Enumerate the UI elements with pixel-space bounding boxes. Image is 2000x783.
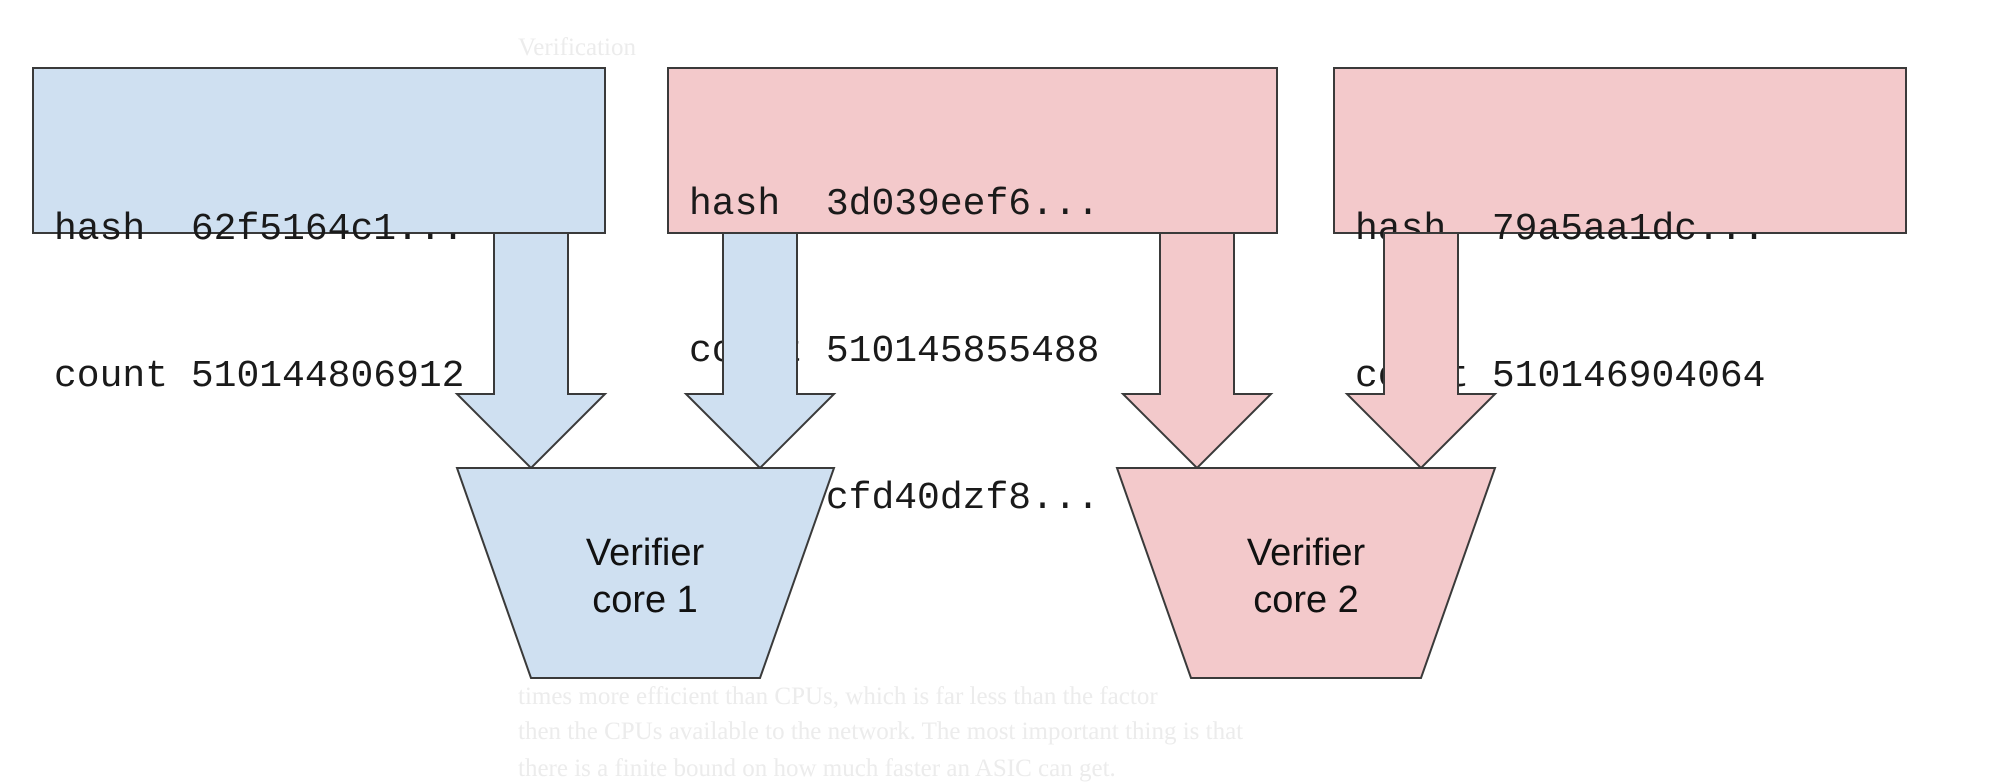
background-line-2: then the CPUs available to the network. …: [518, 718, 1244, 745]
count-value: 510145855488: [825, 330, 1100, 373]
arrow-1: [454, 232, 608, 470]
background-line-1: times more efficient than CPUs, which is…: [518, 683, 1158, 710]
verifier-core-1-label-line1: Verifier: [586, 532, 705, 574]
input-box-2-hash-row: hash 3d039eef6...: [689, 180, 1276, 229]
input-box-3-hash-row: hash 79a5aa1dc...: [1355, 205, 1905, 254]
hash-label: hash: [689, 183, 804, 226]
arrow-4: [1344, 232, 1498, 470]
verifier-core-1-label-line2: core 1: [592, 579, 698, 621]
input-value: cfd40dzf8...: [825, 477, 1100, 520]
verifier-core-2: [1115, 467, 1497, 679]
hash-value: 62f5164c1...: [190, 208, 465, 251]
count-value: 510144806912: [190, 355, 465, 398]
verifier-core-2-label-line2: core 2: [1253, 579, 1359, 621]
count-value: 510146904064: [1491, 355, 1766, 398]
input-box-3: hash 79a5aa1dc... count 510146904064: [1333, 67, 1907, 398]
arrow-3: [1120, 232, 1274, 470]
hash-value: 3d039eef6...: [825, 183, 1100, 226]
input-box-1: hash 62f5164c1... count 510144806912: [32, 67, 606, 398]
verifier-core-2-label-line1: Verifier: [1247, 532, 1366, 574]
input-box-1-hash-row: hash 62f5164c1...: [54, 205, 604, 254]
input-box-1-count-row: count 510144806912: [54, 352, 604, 401]
hash-label: hash: [54, 208, 169, 251]
arrow-2: [683, 232, 837, 470]
verifier-core-1: [455, 467, 836, 679]
count-label: count: [54, 355, 169, 398]
background-heading: Verification: [518, 34, 637, 61]
hash-value: 79a5aa1dc...: [1491, 208, 1766, 251]
